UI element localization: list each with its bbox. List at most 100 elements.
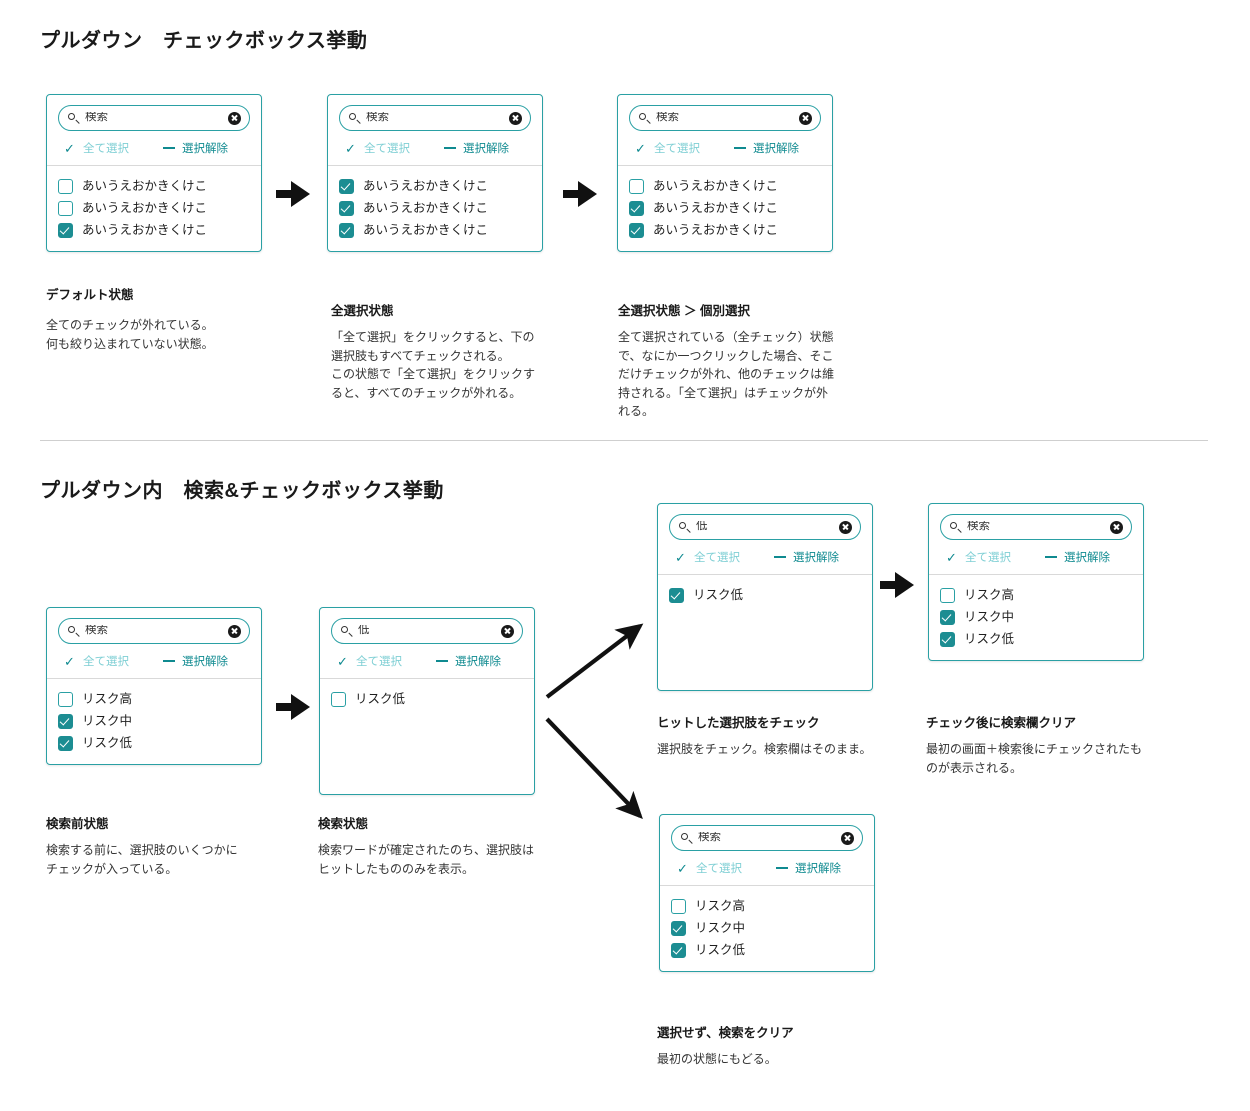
select-all-button[interactable]: ✓ 全て選択 <box>345 140 410 156</box>
checkbox-checked-icon[interactable] <box>940 609 955 625</box>
dropdown-header: 検索 ✓ 全て選択 選択解除 <box>47 95 261 166</box>
search-value: 検索 <box>698 832 721 844</box>
list-item[interactable]: あいうえおかきくけこ <box>618 197 832 219</box>
caption-all-selected: 全選択状態 「全て選択」をクリックすると、下の 選択肢もすべてチェックされる。 … <box>331 300 586 402</box>
list-item[interactable]: あいうえおかきくけこ <box>328 219 542 241</box>
search-input[interactable]: 低 <box>669 514 861 540</box>
option-list: リスク低 <box>658 575 872 690</box>
clear-circle-icon[interactable] <box>799 111 812 125</box>
clear-selection-button[interactable]: 選択解除 <box>776 860 841 876</box>
search-input[interactable]: 検索 <box>940 514 1132 540</box>
select-all-button[interactable]: ✓ 全て選択 <box>635 140 700 156</box>
dropdown-header: 低 ✓ 全て選択 選択解除 <box>320 608 534 679</box>
list-item[interactable]: あいうえおかきくけこ <box>618 219 832 241</box>
dropdown-search-cleared-no-select[interactable]: 検索 ✓ 全て選択 選択解除 リスク高 <box>659 814 875 972</box>
list-item[interactable]: あいうえおかきくけこ <box>47 175 261 197</box>
checkbox-unchecked-icon[interactable] <box>940 587 955 603</box>
search-input[interactable]: 低 <box>331 618 523 644</box>
dropdown-searching[interactable]: 低 ✓ 全て選択 選択解除 リスク低 <box>319 607 535 795</box>
checkbox-checked-icon[interactable] <box>671 920 686 936</box>
search-input[interactable]: 検索 <box>58 105 250 131</box>
check-icon: ✓ <box>64 140 75 156</box>
select-all-label: 全て選択 <box>83 143 129 155</box>
search-input[interactable]: 検索 <box>629 105 821 131</box>
select-all-button[interactable]: ✓ 全て選択 <box>64 653 129 669</box>
caption-title: 選択せず、検索をクリア <box>657 1026 794 1040</box>
search-input[interactable]: 検索 <box>58 618 250 644</box>
select-all-button[interactable]: ✓ 全て選択 <box>946 549 1011 565</box>
clear-selection-button[interactable]: 選択解除 <box>774 549 839 565</box>
option-list: リスク高 リスク中 リスク低 <box>929 575 1143 660</box>
list-item[interactable]: あいうえおかきくけこ <box>328 197 542 219</box>
select-all-label: 全て選択 <box>356 656 402 668</box>
caption-body: 選択肢をチェック。検索欄はそのまま。 <box>657 742 872 756</box>
checkbox-checked-icon[interactable] <box>940 631 955 647</box>
clear-circle-icon[interactable] <box>228 111 241 125</box>
checkbox-unchecked-icon[interactable] <box>58 178 73 194</box>
clear-selection-button[interactable]: 選択解除 <box>734 140 799 156</box>
checkbox-unchecked-icon[interactable] <box>629 178 644 194</box>
select-all-button[interactable]: ✓ 全て選択 <box>677 860 742 876</box>
dropdown-before-search[interactable]: 検索 ✓ 全て選択 選択解除 リスク高 <box>46 607 262 765</box>
checkbox-checked-icon[interactable] <box>629 200 644 216</box>
clear-selection-button[interactable]: 選択解除 <box>163 653 228 669</box>
select-all-button[interactable]: ✓ 全て選択 <box>64 140 129 156</box>
clear-circle-icon[interactable] <box>841 831 854 845</box>
list-item[interactable]: あいうえおかきくけこ <box>328 175 542 197</box>
checkbox-checked-icon[interactable] <box>669 587 684 603</box>
checkbox-checked-icon[interactable] <box>339 222 354 238</box>
list-item[interactable]: リスク高 <box>660 895 874 917</box>
checkbox-unchecked-icon[interactable] <box>58 200 73 216</box>
clear-circle-icon[interactable] <box>501 624 514 638</box>
checkbox-checked-icon[interactable] <box>339 178 354 194</box>
clear-selection-button[interactable]: 選択解除 <box>444 140 509 156</box>
dropdown-individual-select[interactable]: 検索 ✓ 全て選択 選択解除 あいうえおかきくけこ <box>617 94 833 252</box>
clear-circle-icon[interactable] <box>839 520 852 534</box>
minus-icon <box>734 147 746 149</box>
checkbox-checked-icon[interactable] <box>58 222 73 238</box>
checkbox-checked-icon[interactable] <box>629 222 644 238</box>
list-item[interactable]: リスク中 <box>47 710 261 732</box>
list-item[interactable]: リスク中 <box>929 606 1143 628</box>
clear-selection-label: 選択解除 <box>455 656 501 668</box>
list-item[interactable]: リスク低 <box>320 688 534 710</box>
dropdown-all-selected-state[interactable]: 検索 ✓ 全て選択 選択解除 あいうえおかきくけこ <box>327 94 543 252</box>
list-item[interactable]: あいうえおかきくけこ <box>47 219 261 241</box>
select-all-button[interactable]: ✓ 全て選択 <box>675 549 740 565</box>
search-input[interactable]: 検索 <box>339 105 531 131</box>
minus-icon <box>774 556 786 558</box>
list-item[interactable]: リスク高 <box>47 688 261 710</box>
list-item[interactable]: リスク低 <box>660 939 874 961</box>
list-item[interactable]: リスク低 <box>47 732 261 754</box>
checkbox-checked-icon[interactable] <box>339 200 354 216</box>
checkbox-checked-icon[interactable] <box>58 713 73 729</box>
clear-circle-icon[interactable] <box>1110 520 1123 534</box>
clear-circle-icon[interactable] <box>509 111 522 125</box>
dropdown-search-cleared-after-check[interactable]: 検索 ✓ 全て選択 選択解除 リスク高 <box>928 503 1144 661</box>
list-item[interactable]: リスク中 <box>660 917 874 939</box>
list-item[interactable]: リスク低 <box>929 628 1143 650</box>
option-list: リスク高 リスク中 リスク低 <box>660 886 874 971</box>
checkbox-unchecked-icon[interactable] <box>58 691 73 707</box>
clear-selection-label: 選択解除 <box>463 143 509 155</box>
checkbox-checked-icon[interactable] <box>58 735 73 751</box>
list-item[interactable]: あいうえおかきくけこ <box>47 197 261 219</box>
select-all-button[interactable]: ✓ 全て選択 <box>337 653 402 669</box>
dropdown-hit-option-checked[interactable]: 低 ✓ 全て選択 選択解除 リスク低 <box>657 503 873 691</box>
select-all-label: 全て選択 <box>694 552 740 564</box>
caption-body: 「全て選択」をクリックすると、下の 選択肢もすべてチェックされる。 この状態で「… <box>331 330 536 400</box>
list-item[interactable]: リスク低 <box>658 584 872 606</box>
list-item[interactable]: あいうえおかきくけこ <box>618 175 832 197</box>
checkbox-checked-icon[interactable] <box>671 942 686 958</box>
clear-selection-button[interactable]: 選択解除 <box>163 140 228 156</box>
search-value: 検索 <box>967 521 990 533</box>
list-item[interactable]: リスク高 <box>929 584 1143 606</box>
search-input[interactable]: 検索 <box>671 825 863 851</box>
clear-circle-icon[interactable] <box>228 624 241 638</box>
option-label: リスク低 <box>82 735 133 750</box>
clear-selection-button[interactable]: 選択解除 <box>1045 549 1110 565</box>
checkbox-unchecked-icon[interactable] <box>671 898 686 914</box>
checkbox-unchecked-icon[interactable] <box>331 691 346 707</box>
clear-selection-button[interactable]: 選択解除 <box>436 653 501 669</box>
dropdown-default-state[interactable]: 検索 ✓ 全て選択 選択解除 あいうえおかきくけこ <box>46 94 262 252</box>
